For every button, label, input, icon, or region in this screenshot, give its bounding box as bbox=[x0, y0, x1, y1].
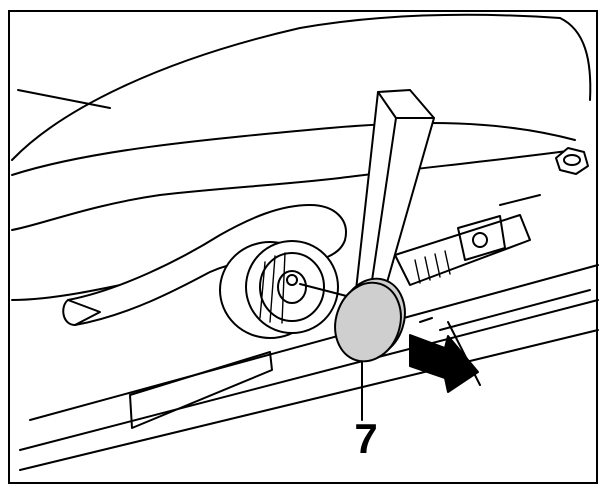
cover-cap bbox=[334, 277, 406, 363]
illustration-frame bbox=[8, 10, 598, 484]
callout-number: 7 bbox=[354, 415, 378, 462]
screwdriver bbox=[299, 89, 435, 301]
handwheel bbox=[219, 240, 339, 339]
arrow-right-icon bbox=[409, 317, 481, 393]
seat-rail bbox=[19, 194, 599, 471]
hex-nut bbox=[555, 147, 589, 175]
adjustment-lever bbox=[62, 204, 347, 326]
